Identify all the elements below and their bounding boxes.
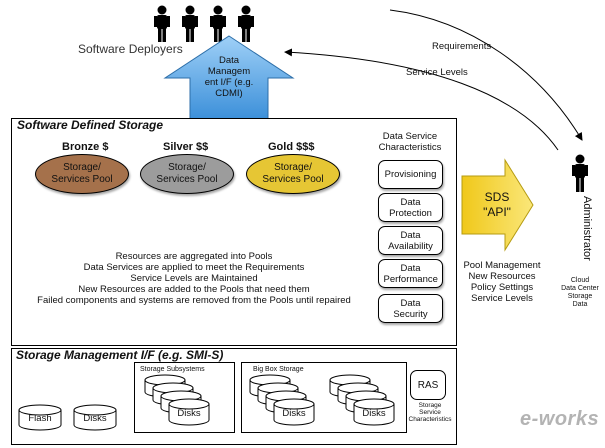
admin-person-icon — [572, 154, 588, 192]
description-line: Data Services are applied to meet the Re… — [83, 262, 305, 273]
bigbox-disks-right-label: Disks — [362, 408, 386, 419]
characteristic-label: Data Protection — [389, 196, 432, 219]
tier-bronze-label: Bronze $ — [62, 141, 109, 153]
characteristic-data-availability: Data Availability — [378, 226, 443, 255]
characteristic-data-security: Data Security — [378, 294, 443, 323]
admin-subtitle: Cloud Data Center Storage Data — [558, 277, 602, 309]
tier-silver-label: Silver $$ — [163, 141, 209, 153]
gold-pool-label: Storage/ Services Pool — [262, 162, 324, 185]
admin-subtitle-line: Data — [572, 301, 588, 308]
sds-title: Software Defined Storage — [17, 118, 164, 132]
characteristic-provisioning: Provisioning — [378, 160, 443, 189]
bigbox-disks-left-label: Disks — [282, 408, 306, 419]
big-box-storage — [241, 362, 407, 433]
service-levels-label: Service Levels — [406, 67, 468, 78]
person-icons — [154, 5, 254, 42]
admin-subtitle-line: Cloud — [570, 277, 590, 284]
gold-pool: Storage/ Services Pool — [246, 154, 340, 194]
ras-caption: Storage Service Characteristics — [408, 402, 452, 423]
silver-pool-label: Storage/ Services Pool — [156, 162, 218, 185]
deployers-label: Software Deployers — [78, 42, 183, 56]
requirements-label: Requirements — [432, 41, 492, 52]
deployer-figures — [152, 5, 262, 45]
description-line: Resources are aggregated into Pools — [115, 251, 273, 262]
api-arrow-label: SDS "API" — [483, 190, 511, 219]
administrator-figure — [570, 154, 590, 196]
bronze-pool: Storage/ Services Pool — [35, 154, 129, 194]
characteristic-data-protection: Data Protection — [378, 193, 443, 222]
api-function-item: Pool Management — [463, 260, 541, 271]
api-functions: Pool Management New Resources Policy Set… — [452, 260, 552, 304]
subsystems-disks-label: Disks — [177, 408, 201, 419]
service-levels-arrow — [284, 48, 559, 151]
big-box-title: Big Box Storage — [253, 366, 304, 373]
description-line: Failed components and systems are remove… — [37, 295, 351, 306]
mgmt-arrow-label: Data Managem ent I/F (e.g. CDMI) — [204, 55, 254, 99]
api-function-item: New Resources — [468, 271, 536, 282]
description-line: New Resources are added to the Pools tha… — [78, 284, 310, 295]
tier-gold-label: Gold $$$ — [268, 141, 315, 153]
admin-subtitle-line: Data Center — [561, 285, 599, 292]
bronze-pool-label: Storage/ Services Pool — [51, 162, 113, 185]
characteristic-data-performance: Data Performance — [378, 259, 443, 288]
api-function-item: Service Levels — [471, 293, 533, 304]
ras-box: RAS — [410, 370, 446, 400]
smi-title: Storage Management I/F (e.g. SMI-S) — [16, 348, 224, 362]
silver-pool: Storage/ Services Pool — [140, 154, 234, 194]
flash-label: Flash — [28, 413, 52, 424]
characteristic-label: Data Security — [393, 297, 428, 320]
requirements-arrow — [389, 9, 583, 141]
storage-subsystems-title: Storage Subsystems — [140, 366, 205, 373]
disks-label: Disks — [83, 413, 107, 424]
description-line: Service Levels are Maintained — [130, 273, 258, 284]
characteristics-title: Data Service Characteristics — [378, 131, 442, 153]
admin-subtitle-line: Storage — [567, 293, 593, 300]
sds-description: Resources are aggregated into Pools Data… — [14, 251, 374, 306]
api-function-item: Policy Settings — [470, 282, 534, 293]
characteristic-label: Data Availability — [388, 229, 433, 252]
characteristic-label: Data Performance — [383, 262, 438, 285]
storage-subsystems-box — [134, 362, 235, 433]
watermark-logo: e-works — [520, 408, 600, 430]
